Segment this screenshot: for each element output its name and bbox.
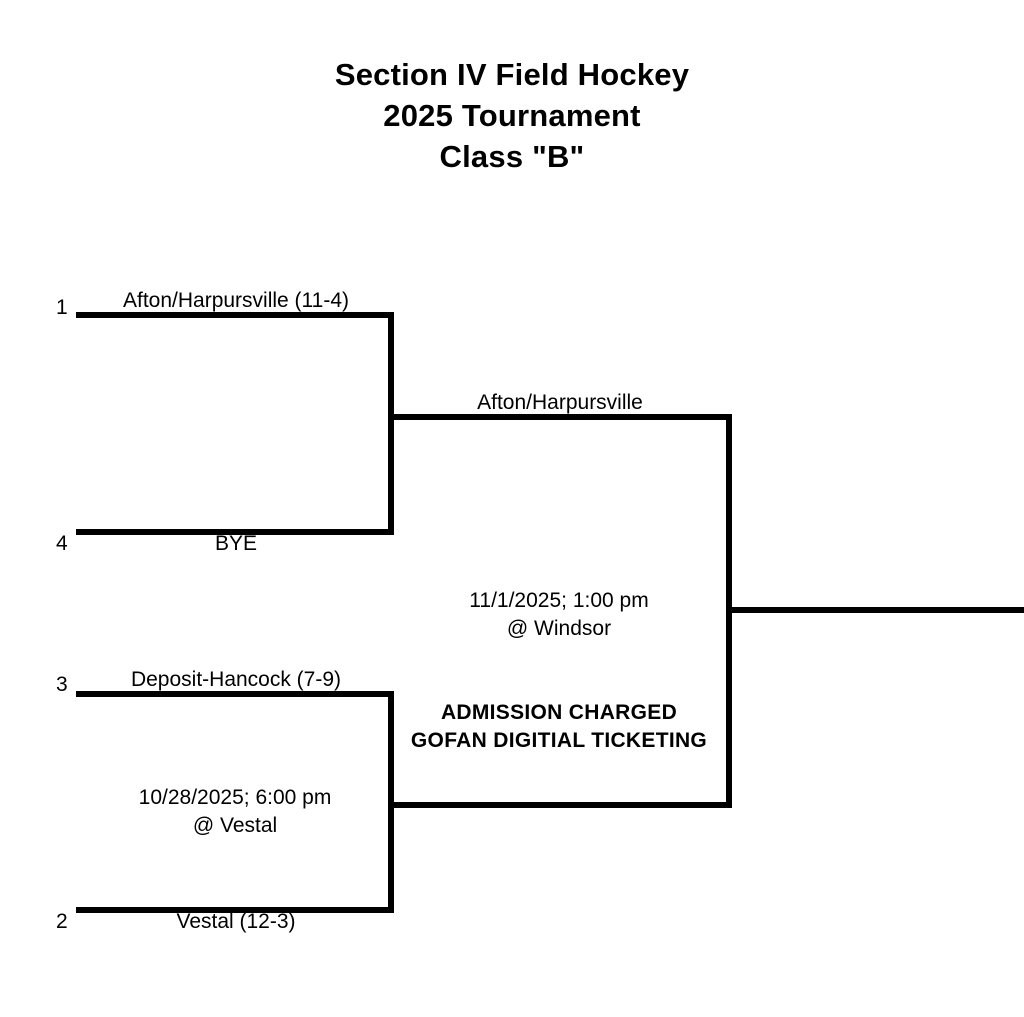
team-seed2: Vestal (12-3) xyxy=(176,910,296,933)
admission-notice-line-1: ADMISSION CHARGED xyxy=(440,701,678,724)
game-info-final-site: @ Windsor xyxy=(506,617,612,640)
admission-notice: ADMISSION CHARGED GOFAN DIGITIAL TICKETI… xyxy=(400,699,718,755)
team-seed4: BYE xyxy=(214,532,258,555)
game-info-lower: 10/28/2025; 6:00 pm @ Vestal xyxy=(80,784,390,840)
page-title: Section IV Field Hockey 2025 Tournament … xyxy=(0,54,1024,177)
slot-line-upper-winner xyxy=(388,414,732,420)
team-seed1: Afton/Harpursville (11-4) xyxy=(122,289,350,312)
title-line-1: Section IV Field Hockey xyxy=(334,57,690,92)
slot-line-champion xyxy=(726,607,1024,613)
seed-number-3: 3 xyxy=(56,673,68,696)
game-info-final-date: 11/1/2025; 1:00 pm xyxy=(469,589,649,612)
seed-number-4: 4 xyxy=(56,532,68,555)
slot-line-seed1 xyxy=(76,312,394,318)
game-info-lower-site: @ Vestal xyxy=(192,814,278,837)
winner-upper: Afton/Harpursville xyxy=(477,391,643,414)
slot-line-seed3 xyxy=(76,691,394,697)
admission-notice-line-2: GOFAN DIGITIAL TICKETING xyxy=(410,729,708,752)
title-line-3: Class "B" xyxy=(439,139,585,174)
slot-line-seed2 xyxy=(76,907,394,913)
slot-line-lower-winner xyxy=(388,802,732,808)
slot-line-seed4 xyxy=(76,529,394,535)
connector-upper-round1 xyxy=(388,312,394,535)
game-info-final: 11/1/2025; 1:00 pm @ Windsor xyxy=(400,587,718,643)
title-line-2: 2025 Tournament xyxy=(383,98,641,133)
team-seed3: Deposit-Hancock (7-9) xyxy=(130,668,342,691)
seed-number-1: 1 xyxy=(56,296,68,319)
seed-number-2: 2 xyxy=(56,910,68,933)
game-info-lower-date: 10/28/2025; 6:00 pm xyxy=(138,786,332,809)
